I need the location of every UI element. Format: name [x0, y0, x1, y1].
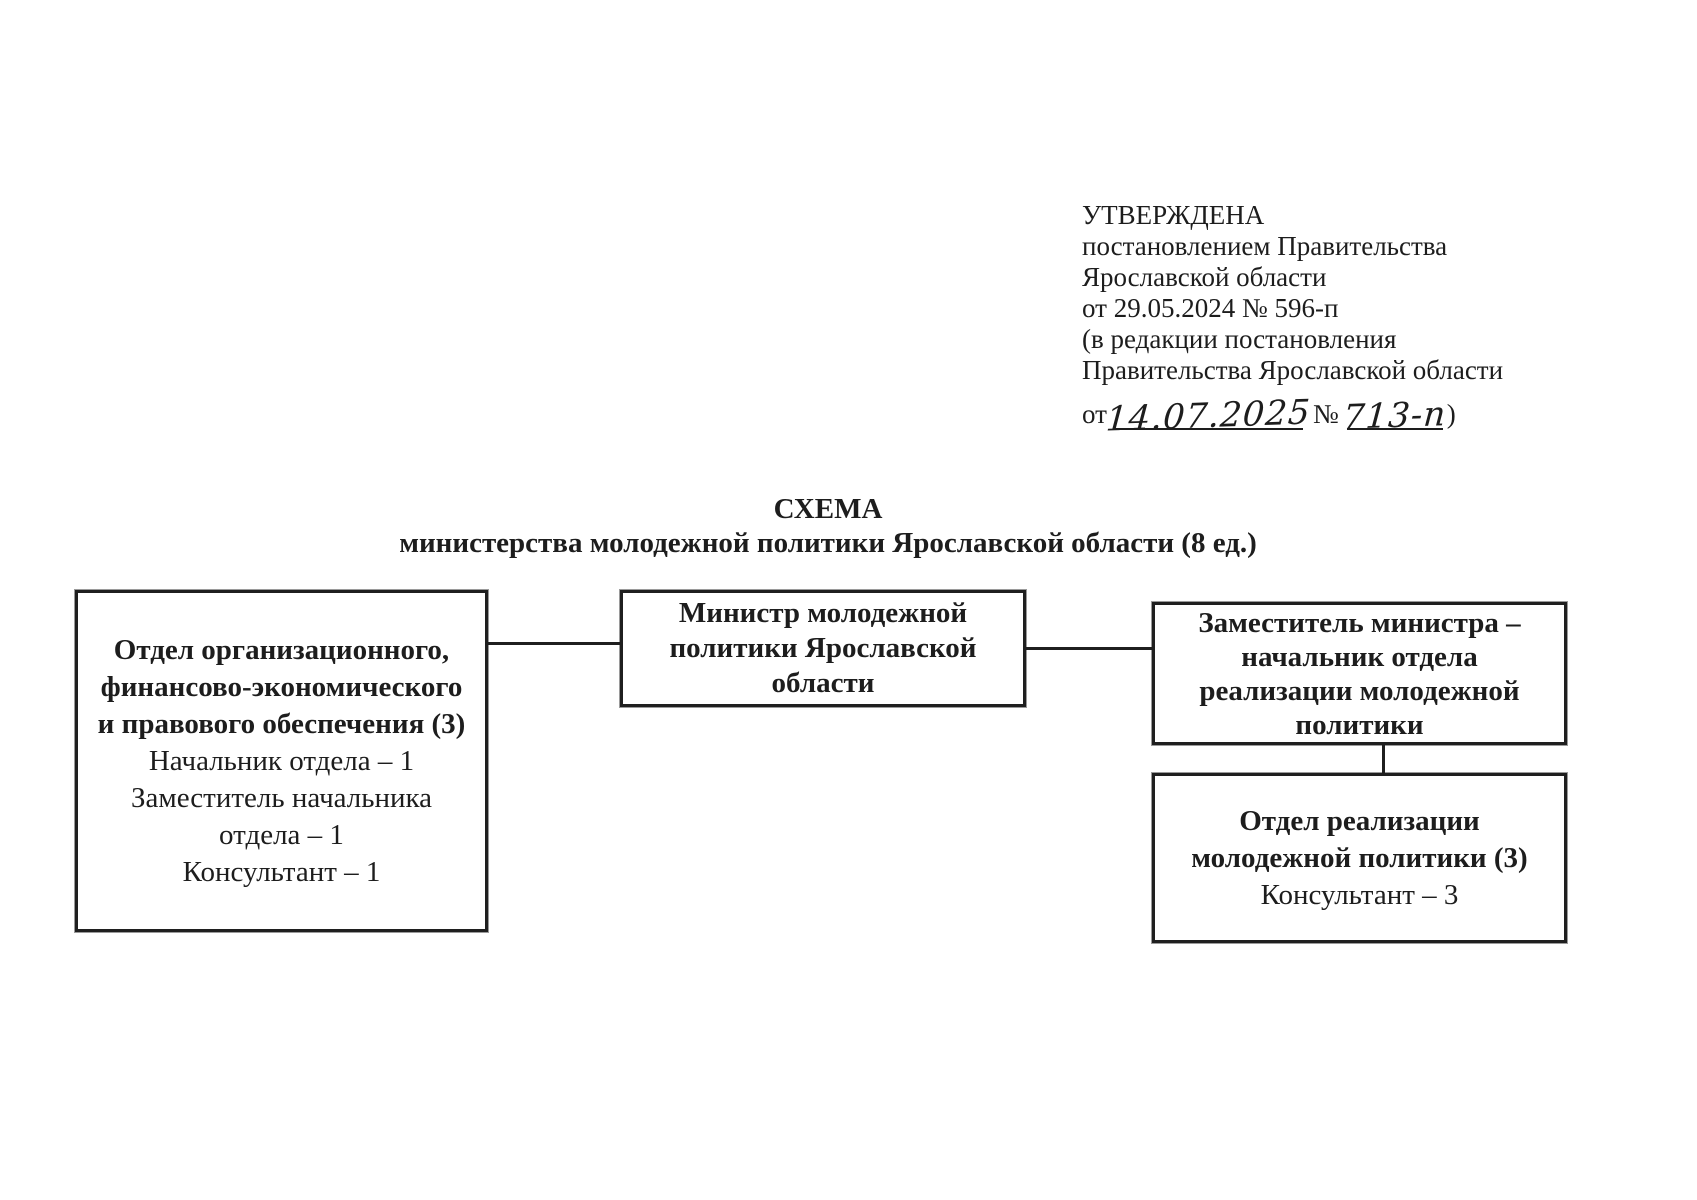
org-finance-legal-staff: Начальник отдела – 1 Заместитель начальн… [130, 744, 433, 888]
approval-line-date-number: от 29.05.2024 № 596-п [1082, 293, 1339, 323]
handwritten-date: 14.07.2025 [1104, 392, 1312, 440]
box-deputy-minister: Заместитель министра – начальник отдела … [1152, 602, 1567, 745]
youth-policy-dept-staff: Консультант – 3 [1260, 878, 1459, 911]
box-minister: Министр молодежной политики Ярославской … [620, 590, 1026, 707]
approval-block: УТВЕРЖДЕНА постановлением Правительства … [1082, 200, 1504, 440]
schema-subtitle: министерства молодежной политики Ярослав… [399, 527, 1257, 559]
closing-paren: ) [1446, 399, 1456, 429]
youth-policy-dept-title: Отдел реализации молодежной политики (3) [1191, 804, 1528, 874]
approval-line-revision-gov: Правительства Ярославской области [1082, 355, 1504, 385]
minister-title: Министр молодежной политики Ярославской … [669, 597, 977, 699]
box-youth-policy-dept: Отдел реализации молодежной политики (3)… [1152, 773, 1567, 943]
approval-line-resolution: постановлением Правительства [1082, 231, 1448, 261]
amendment-prefix: от [1082, 399, 1107, 429]
approval-line-revision-open: (в редакции постановления [1082, 324, 1397, 354]
connector-vertical [1382, 745, 1385, 773]
deputy-minister-title: Заместитель министра – начальник отдела … [1198, 606, 1521, 741]
blank-date-line: 14.07.2025 [1104, 390, 1311, 439]
schema-heading: СХЕМА [773, 493, 883, 525]
handwritten-number: 713-п [1341, 394, 1448, 438]
approval-line-region: Ярославской области [1082, 262, 1327, 292]
blank-number-line: 713-п [1342, 390, 1448, 438]
amendment-line: от 14.07.2025 № 713-п ) [1082, 390, 1503, 439]
schema-title-block: СХЕМА министерства молодежной политики Я… [0, 492, 1656, 560]
connector-right-horizontal [1026, 647, 1152, 650]
connector-left-horizontal [488, 642, 620, 645]
approval-line-approved: УТВЕРЖДЕНА [1082, 200, 1265, 230]
box-org-finance-legal-dept: Отдел организационного, финансово-эконом… [75, 590, 488, 932]
numero-sign: № [1312, 399, 1339, 429]
org-finance-legal-title: Отдел организационного, финансово-эконом… [97, 633, 466, 740]
